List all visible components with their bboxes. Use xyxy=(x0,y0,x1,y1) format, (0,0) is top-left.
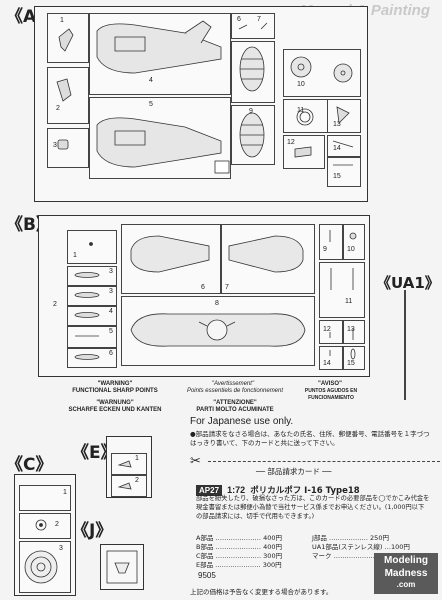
order-intro-text: ●部品請求をなさる場合は、あなたの氏名、住所、郵便番号、電話番号を１字づつはっき… xyxy=(190,430,430,447)
part-b9-cell xyxy=(319,224,343,260)
price-ua1: UA1部品(ステンレス線) …100円 xyxy=(312,543,410,551)
warning-es-title: "AVISO" xyxy=(318,381,342,387)
section-ua1-label: 《UA1》 xyxy=(376,274,440,292)
part-b12-cell xyxy=(319,320,343,344)
part-a9-number: 9 xyxy=(249,108,253,115)
part-a12-number: 12 xyxy=(287,139,295,146)
sprue-c-drawing xyxy=(24,519,58,584)
part-b13-number: 13 xyxy=(347,326,355,333)
part-b13-cell xyxy=(343,320,365,344)
sprue-frame-a: 1 2 3 4 5 6 7 8 9 10 11 12 13 14 15 xyxy=(34,6,368,202)
cut-line xyxy=(208,461,440,462)
logo-line-1: Modeling xyxy=(384,555,428,566)
part-b11-number: 11 xyxy=(345,298,353,305)
part-c1-cell xyxy=(19,485,71,511)
part-b14-cell xyxy=(319,346,343,370)
price-a: A部品 ………………… 400円 xyxy=(196,534,282,542)
part-a15-cell xyxy=(327,157,361,187)
part-b9-number: 9 xyxy=(323,246,327,253)
part-a14-number: 14 xyxy=(333,145,341,152)
ua1-wire xyxy=(404,290,406,400)
part-b14-number: 14 xyxy=(323,360,331,367)
warning-es-text: PUNTOS AGUDOS EN FUNCIONAMIENTO xyxy=(304,388,358,401)
sprue-frame-j xyxy=(100,544,144,590)
warning-fr-text: Points essentiels de fonctionnement xyxy=(186,388,284,394)
card-title: ── 部品請求カード ── xyxy=(256,467,332,476)
part-c2-cell xyxy=(19,513,71,539)
part-a14-cell xyxy=(327,135,361,157)
part-b2-number: 2 xyxy=(53,301,57,308)
part-b8-number: 8 xyxy=(215,300,219,307)
card-body-text: 部品を紛失したり、破損なさった方は、このカードの必要部品を◯でかこみ代金を現金書… xyxy=(196,495,430,520)
part-b15-number: 15 xyxy=(347,360,355,367)
logo-line-3: .com xyxy=(396,580,416,589)
part-b6-wing-number: 6 xyxy=(201,284,205,291)
card-number: 9505 xyxy=(198,571,216,580)
part-e2-number: 2 xyxy=(135,477,139,484)
part-b1-cell xyxy=(67,230,117,264)
warning-en-title: "WARNING" xyxy=(97,381,133,387)
part-a2-number: 2 xyxy=(56,105,60,112)
sprue-frame-c: 1 2 3 xyxy=(14,474,76,596)
part-c2-number: 2 xyxy=(55,521,59,528)
section-c-label: 《C》 xyxy=(6,455,53,475)
scale-label: 1:72 xyxy=(227,485,246,495)
price-decal: マーク ………………… xyxy=(312,552,380,560)
section-j-label: 《J》 xyxy=(72,521,113,541)
price-b: B部品 ………………… 400円 xyxy=(196,543,282,551)
part-a3-number: 3 xyxy=(53,142,57,149)
card-header-row: AP27 1:72 ポリカルポフ I-16 Type18 xyxy=(196,478,436,496)
part-a15-number: 15 xyxy=(333,173,341,180)
product-name: ポリカルポフ I-16 Type18 xyxy=(250,486,360,496)
part-b3b-number: 3 xyxy=(109,288,113,295)
price-change-notice: 上記の価格は予告なく変更する場合があります。 xyxy=(190,588,333,596)
warning-it-text: PARTI MOLTO ACUMINATE xyxy=(196,407,274,413)
part-b6-number: 6 xyxy=(109,350,113,357)
warning-de-title: "WARNUNG" xyxy=(96,400,134,406)
part-b1-number: 1 xyxy=(73,252,77,259)
part-a13-number: 13 xyxy=(333,121,341,128)
part-b4-number: 4 xyxy=(109,308,113,315)
sprue-e-drawing xyxy=(117,460,132,490)
part-b5-cell xyxy=(67,326,117,348)
part-a10-number: 10 xyxy=(297,81,305,88)
part-a6-7-cell xyxy=(231,13,275,39)
part-c3-number: 3 xyxy=(59,545,63,552)
part-b5-number: 5 xyxy=(109,328,113,335)
price-e: E部品 ………………… 300円 xyxy=(196,561,282,569)
scissors-icon: ✂ xyxy=(190,454,201,469)
sprue-frame-e: 1 2 xyxy=(106,436,152,498)
part-b11-cell xyxy=(319,262,365,318)
product-code-badge: AP27 xyxy=(196,485,223,496)
part-e1-number: 1 xyxy=(135,455,139,462)
price-j: J部品 ……………… 250円 xyxy=(312,534,389,542)
logo-line-2: Madness xyxy=(384,568,428,579)
part-b12-number: 12 xyxy=(323,326,331,333)
site-logo: Modeling Madness .com xyxy=(374,553,438,594)
warning-fr-title: "Avertissement" xyxy=(211,381,255,387)
part-b10-number: 10 xyxy=(347,246,355,253)
part-a7-number: 7 xyxy=(257,16,261,23)
part-b7-wing-number: 7 xyxy=(225,284,229,291)
part-a5-number: 5 xyxy=(149,101,153,108)
sprue-a-drawing xyxy=(56,20,354,174)
part-b3a-number: 3 xyxy=(109,268,113,275)
part-b10-cell xyxy=(343,224,365,260)
japan-only-notice: For Japanese use only. xyxy=(190,416,294,427)
sprue-b-drawing xyxy=(74,230,357,360)
order-section: For Japanese use only. ●部品請求をなさる場合は、あなたの… xyxy=(186,416,442,600)
part-a4-number: 4 xyxy=(149,77,153,84)
sprue-j-drawing xyxy=(106,550,138,584)
part-a1-number: 1 xyxy=(60,17,64,24)
warning-it-title: "ATTENZIONE" xyxy=(213,400,257,406)
price-c: C部品 ………………… 300円 xyxy=(196,552,283,560)
part-c1-number: 1 xyxy=(63,489,67,496)
warning-en-text: FUNCTIONAL SHARP POINTS xyxy=(72,388,158,394)
part-a6-number: 6 xyxy=(237,16,241,23)
sprue-frame-b: 1 3 3 2 4 5 6 6 7 8 9 10 11 12 13 14 15 xyxy=(38,215,370,377)
warning-de-text: SCHARFE ECKEN UND KANTEN xyxy=(68,407,162,413)
